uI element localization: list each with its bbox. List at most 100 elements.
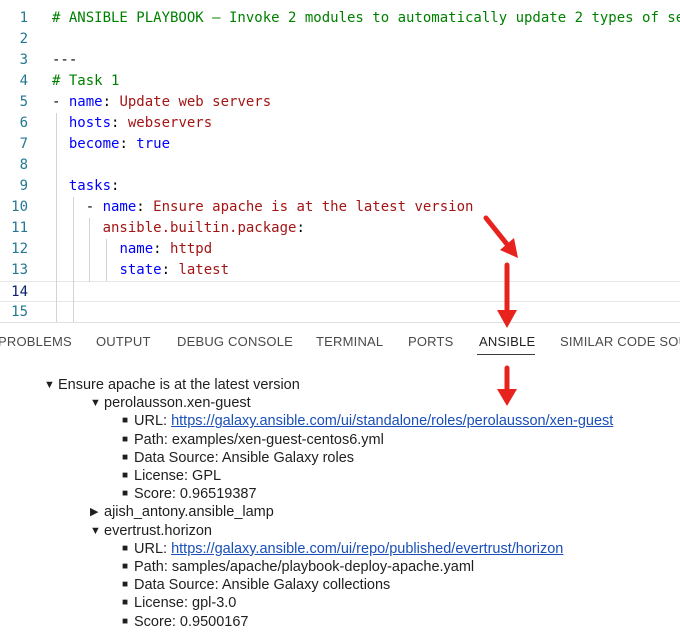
code-line[interactable]: 10 - name: Ensure apache is at the lates…	[0, 197, 680, 218]
tab-terminal[interactable]: TERMINAL	[316, 334, 384, 349]
code-line[interactable]: 3---	[0, 50, 680, 71]
bullet-icon: ■	[122, 488, 129, 500]
tab-similar-code[interactable]: SIMILAR CODE SOU	[560, 334, 680, 349]
expanded-triangle-icon[interactable]: ▼	[90, 397, 101, 410]
tree-role-label: perolausson.xen-guest	[104, 395, 251, 412]
tree-role-item[interactable]: ▼evertrust.horizon	[90, 522, 212, 540]
galaxy-url-link[interactable]: https://galaxy.ansible.com/ui/repo/publi…	[171, 540, 564, 557]
tree-role-label: evertrust.horizon	[104, 522, 212, 539]
expanded-triangle-icon[interactable]: ▼	[44, 379, 55, 391]
tree-detail-item: ■ URL: https://galaxy.ansible.com/ui/stan…	[122, 412, 613, 430]
detail-text: Path: samples/apache/playbook-deploy-apa…	[134, 559, 475, 575]
code-token: become	[68, 136, 120, 152]
line-number: 13	[11, 262, 28, 278]
bullet-icon: ■	[122, 470, 129, 481]
code-token: latest	[178, 262, 230, 278]
detail-text: License: GPL	[134, 468, 222, 484]
code-token: :	[111, 178, 120, 194]
detail-text: Data Source: Ansible Galaxy collections	[134, 577, 391, 594]
line-number: 5	[19, 94, 28, 110]
line-number: 15	[11, 304, 28, 320]
red-arrow-icon	[497, 365, 517, 406]
code-token: :	[161, 262, 179, 278]
code-line[interactable]: 13 state: latest	[0, 260, 680, 281]
indent-guide	[106, 239, 107, 281]
code-line[interactable]: 15	[0, 302, 680, 322]
line-number: 10	[11, 199, 28, 215]
tree-detail-item: ■ Score: 0.96519387	[122, 485, 257, 503]
code-line[interactable]: 6 hosts: webservers	[0, 113, 680, 134]
detail-text: Score: 0.96519387	[134, 486, 257, 503]
tree-detail-item: ■ Path: samples/apache/playbook-deploy-ap…	[122, 558, 474, 576]
tree-role-item[interactable]: ▶ajish_antony.ansible_lamp	[90, 503, 274, 521]
code-token	[52, 241, 119, 257]
code-token: Update web servers	[119, 94, 272, 110]
code-token: Ensure apache is at the latest version	[153, 199, 474, 215]
code-token	[52, 136, 69, 152]
code-token: httpd	[170, 241, 213, 257]
code-token: # Task 1	[52, 73, 120, 89]
code-token: webservers	[127, 115, 213, 131]
code-text: become: true	[52, 134, 170, 155]
tab-ansible[interactable]: ANSIBLE	[479, 334, 536, 349]
detail-text: Path: examples/xen-guest-centos6.yml	[134, 431, 384, 448]
tab-problems[interactable]: PROBLEMS	[0, 334, 72, 349]
tree-detail-item: ■Path: examples/xen-guest-centos6.yml	[122, 431, 384, 449]
red-arrow-icon	[483, 215, 518, 258]
code-token: state	[119, 262, 162, 278]
detail-label: URL:	[134, 413, 172, 430]
code-text: - name: Ensure apache is at the latest v…	[52, 197, 474, 218]
line-number: 1	[19, 10, 28, 26]
tree-detail-item: ■ Score: 0.9500167	[122, 613, 248, 631]
code-text: name: httpd	[52, 239, 212, 260]
code-token: name	[119, 241, 154, 257]
code-token: -	[52, 94, 69, 110]
red-arrow-icon	[497, 262, 517, 328]
tab-output[interactable]: OUTPUT	[96, 334, 151, 349]
code-text: hosts: webservers	[52, 113, 212, 134]
bullet-icon: ■	[122, 561, 129, 572]
code-line[interactable]: 11 ansible.builtin.package:	[0, 218, 680, 239]
code-token: name	[68, 94, 103, 110]
code-line[interactable]: 5 - name: Update web servers	[0, 92, 680, 113]
line-number: 12	[11, 241, 28, 257]
bullet-icon: ■	[122, 542, 129, 554]
code-line[interactable]: 12 name: httpd	[0, 239, 680, 260]
code-line[interactable]: 14	[0, 281, 680, 302]
code-line[interactable]: 7 become: true	[0, 134, 680, 155]
line-number: 4	[19, 73, 28, 89]
line-number: 11	[11, 220, 28, 236]
bullet-icon: ■	[122, 415, 129, 427]
active-tab-indicator	[477, 354, 535, 355]
detail-text: License: gpl-3.0	[134, 595, 237, 612]
tree-detail-item: ■ URL: https://galaxy.ansible.com/ui/repo…	[122, 540, 563, 558]
code-line[interactable]: 9 tasks:	[0, 176, 680, 197]
code-text: # ANSIBLE PLAYBOOK – Invoke 2 modules to…	[52, 8, 680, 29]
galaxy-url-link[interactable]: https://galaxy.ansible.com/ui/standalone…	[171, 413, 614, 430]
code-line[interactable]: 1 # ANSIBLE PLAYBOOK – Invoke 2 modules t…	[0, 8, 680, 29]
tree-root-label: Ensure apache is at the latest version	[58, 377, 300, 393]
code-editor[interactable]: 1 # ANSIBLE PLAYBOOK – Invoke 2 modules t…	[0, 0, 680, 322]
code-line[interactable]: 4 # Task 1	[0, 71, 680, 92]
tree-root-item[interactable]: ▼Ensure apache is at the latest version	[44, 376, 300, 394]
line-number: 8	[19, 157, 28, 173]
code-line[interactable]: 2	[0, 29, 680, 50]
tab-debug-console[interactable]: DEBUG CONSOLE	[177, 334, 294, 349]
code-text: ansible.builtin.package:	[52, 218, 305, 239]
bullet-icon: ■	[122, 451, 129, 463]
detail-text: Data Source: Ansible Galaxy roles	[134, 449, 355, 466]
code-text: tasks:	[52, 176, 120, 197]
collapsed-triangle-icon[interactable]: ▶	[90, 506, 99, 519]
code-text: # Task 1	[52, 71, 119, 92]
bullet-icon: ■	[122, 615, 129, 627]
tree-role-item[interactable]: ▼perolausson.xen-guest	[90, 394, 251, 412]
expanded-triangle-icon[interactable]: ▼	[90, 524, 101, 537]
code-token: name	[102, 199, 137, 215]
detail-label: URL:	[134, 540, 172, 557]
code-token: :	[296, 220, 305, 236]
code-line[interactable]: 8	[0, 155, 680, 176]
tab-ports[interactable]: PORTS	[408, 334, 454, 349]
code-text: - name: Update web servers	[52, 92, 271, 113]
tree-detail-item: ■ License: GPL	[122, 467, 221, 485]
detail-text: Score: 0.9500167	[134, 613, 249, 630]
